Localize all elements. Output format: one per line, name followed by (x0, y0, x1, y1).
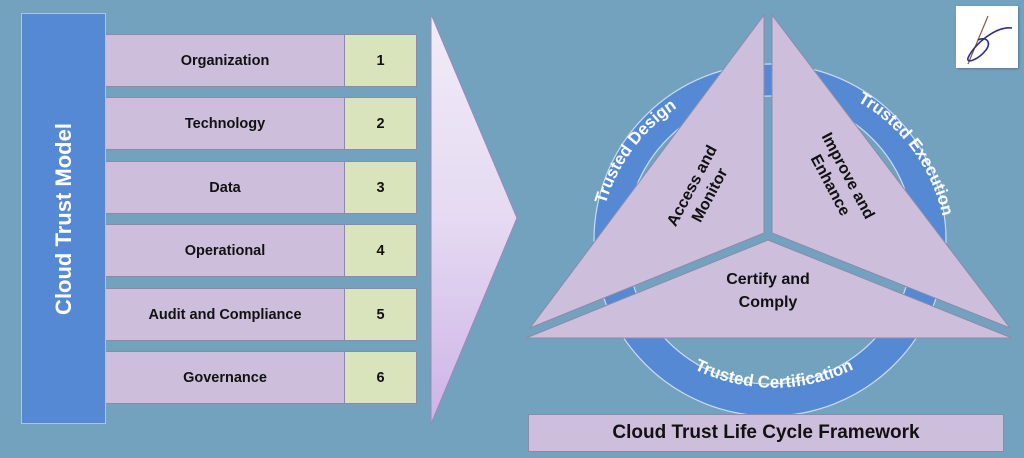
model-row: Governance 6 (106, 351, 417, 404)
row-label: Operational (106, 224, 344, 277)
segment-label-certify-line2: Comply (739, 294, 798, 311)
segment-improve-enhance (771, 13, 1012, 330)
row-number: 6 (344, 351, 417, 404)
model-row: Audit and Compliance 5 (106, 288, 417, 341)
model-row: Organization 1 (106, 34, 417, 87)
row-number: 3 (344, 161, 417, 214)
row-number: 4 (344, 224, 417, 277)
row-number: 2 (344, 97, 417, 150)
segment-certify-comply (525, 239, 1013, 339)
segment-access-monitor (528, 13, 765, 330)
model-row: Operational 4 (106, 224, 417, 277)
row-number: 5 (344, 288, 417, 341)
framework-title: Cloud Trust Life Cycle Framework (528, 414, 1004, 452)
model-row: Technology 2 (106, 97, 417, 150)
row-label: Technology (106, 97, 344, 150)
row-number: 1 (344, 34, 417, 87)
segment-label-certify-line1: Certify and (726, 271, 810, 288)
row-label: Data (106, 161, 344, 214)
model-row: Data 3 (106, 161, 417, 214)
row-label: Governance (106, 351, 344, 404)
row-label: Audit and Compliance (106, 288, 344, 341)
cloud-trust-model-bar: Cloud Trust Model (21, 13, 106, 424)
row-label: Organization (106, 34, 344, 87)
flow-arrow-shape (430, 13, 518, 425)
signature-logo-icon (956, 6, 1018, 68)
